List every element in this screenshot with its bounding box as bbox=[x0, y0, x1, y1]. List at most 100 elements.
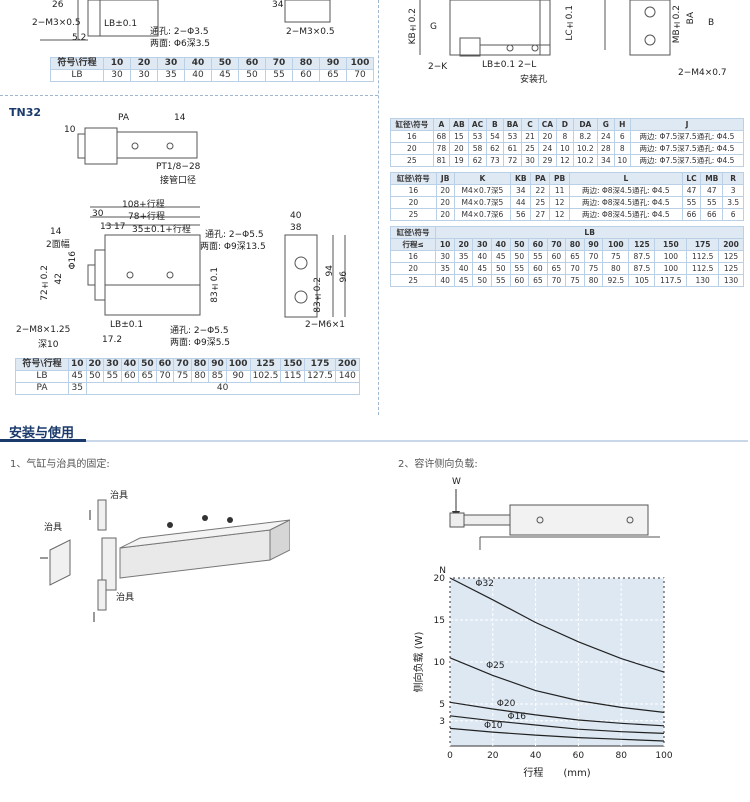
table-cell: PA bbox=[15, 382, 69, 395]
label-m3-left: 2−M3×0.5 bbox=[32, 18, 81, 28]
table-cell: 20 bbox=[435, 184, 455, 197]
top-left-drawing: 26 34 2−M3×0.5 LB±0.1 通孔: 2−Φ3.5 两面: Φ6深… bbox=[0, 0, 380, 55]
table-cell: 92.5 bbox=[602, 274, 630, 287]
side-load-illustration: W bbox=[440, 475, 660, 555]
series-line bbox=[449, 727, 665, 742]
label-mount-hole: 安装孔 bbox=[520, 75, 548, 85]
table-cell: 10.2 bbox=[572, 154, 599, 167]
table-cell: 81 bbox=[432, 154, 451, 167]
table-cell: 65 bbox=[565, 250, 585, 263]
table-header-cell: PB bbox=[549, 172, 570, 185]
table-header-cell: 10 bbox=[435, 238, 455, 251]
table-header-cell: 175 bbox=[304, 358, 336, 371]
label-through-hole: 通孔: 2−Φ3.5 bbox=[150, 27, 209, 37]
table-cell: 73 bbox=[486, 154, 504, 167]
table-header-cell: 175 bbox=[686, 238, 720, 251]
dim-26: 26 bbox=[52, 0, 64, 10]
table-header-cell: 100 bbox=[346, 57, 374, 70]
table-cell: 80 bbox=[602, 262, 630, 275]
table-cell: 8 bbox=[613, 142, 631, 155]
table-cell: 两边: Φ8深4.5通孔: Φ4.5 bbox=[569, 208, 683, 221]
table-cell: 10.2 bbox=[572, 142, 599, 155]
table-cell: M4×0.7深5 bbox=[453, 196, 512, 209]
label-lb-right: LB±0.1 bbox=[482, 60, 516, 70]
table-header-cell: K bbox=[453, 172, 512, 185]
table-header-cell: 50 bbox=[211, 57, 239, 70]
item2-label: 2、容许侧向负载: bbox=[398, 459, 478, 470]
table-cell: 6 bbox=[722, 208, 744, 221]
table-header-cell: BA bbox=[502, 118, 523, 131]
x-tick-label: 40 bbox=[530, 751, 542, 761]
x-tick-label: 100 bbox=[655, 751, 672, 761]
table-cell: 16 bbox=[390, 130, 434, 143]
table-header-cell: 10 bbox=[68, 358, 87, 371]
label-m6: 2−M6×1 bbox=[305, 320, 346, 330]
table-header-cell: 50 bbox=[138, 358, 157, 371]
table-cell: 70 bbox=[565, 262, 585, 275]
table-cell: 55 bbox=[700, 196, 724, 209]
table-cell: 20 bbox=[389, 262, 437, 275]
table-header-cell: 90 bbox=[319, 57, 347, 70]
table-cell: 20 bbox=[390, 142, 434, 155]
table-cell: LB bbox=[50, 69, 104, 82]
table-cell: M4×0.7深6 bbox=[453, 208, 512, 221]
label-both-sides-2: 两面: Φ9深5.5 bbox=[170, 338, 231, 348]
divider-vertical bbox=[378, 0, 379, 415]
table-cell: 55 bbox=[509, 262, 530, 275]
table-header-cell: 行程≤ bbox=[389, 238, 437, 251]
table-header-cell: AB bbox=[449, 118, 469, 131]
table-header-cell: 70 bbox=[173, 358, 192, 371]
table-header-cell: L bbox=[569, 172, 683, 185]
table-cell: 100 bbox=[654, 262, 688, 275]
table-cell: 40 bbox=[435, 274, 455, 287]
table-cell: 40 bbox=[472, 250, 492, 263]
table-cell: 8.2 bbox=[572, 130, 599, 143]
label-2k: 2−K bbox=[428, 62, 448, 72]
lb-table-bore: 缸径\符号 LB 行程≤ 10 20 30 40 50 60 70 80 90 … bbox=[389, 226, 744, 287]
table-cell: 53 bbox=[502, 130, 523, 143]
fixture-label-left: 治具 bbox=[44, 523, 63, 533]
label-lb-tn32: LB±0.1 bbox=[110, 320, 144, 330]
label-2-flats: 2面幅 bbox=[46, 240, 70, 250]
table-header-cell: 40 bbox=[491, 238, 511, 251]
dim-38: 38 bbox=[290, 223, 302, 233]
table-cell: 112.5 bbox=[686, 262, 720, 275]
table-header-cell: LB bbox=[435, 226, 744, 239]
label-through-hole-tn32: 通孔: 2−Φ5.5 bbox=[205, 230, 264, 240]
table-cell: 80 bbox=[583, 274, 604, 287]
table-header-cell: 20 bbox=[453, 238, 474, 251]
table-cell: 3.5 bbox=[722, 196, 744, 209]
table-cell: 55 bbox=[528, 250, 548, 263]
dim-42: 42 bbox=[54, 273, 64, 285]
table-header-cell: 70 bbox=[546, 238, 567, 251]
table-cell: 100 bbox=[654, 250, 688, 263]
table-header-cell: MB bbox=[700, 172, 724, 185]
table-cell: 70 bbox=[583, 250, 604, 263]
label-m4: 2−M4×0.7 bbox=[678, 68, 727, 78]
table-header-cell: 200 bbox=[718, 238, 744, 251]
dim-30: 30 bbox=[92, 209, 104, 219]
table-cell: 24 bbox=[597, 130, 615, 143]
table-header-cell: C bbox=[521, 118, 539, 131]
table-cell: 54 bbox=[486, 130, 504, 143]
table-cell: 20 bbox=[390, 196, 437, 209]
section-title: 安装与使用 bbox=[9, 426, 75, 441]
table-cell: 75 bbox=[565, 274, 585, 287]
dimension-table-b: 缸径\符号 JB K KB PA PB L LC MB R 16 20 M4×0… bbox=[390, 172, 744, 221]
table-cell: 50 bbox=[85, 370, 105, 383]
table-cell: 55 bbox=[265, 69, 293, 82]
table-cell: 22 bbox=[530, 184, 551, 197]
table-cell: 55 bbox=[681, 196, 702, 209]
table-cell: 53 bbox=[467, 130, 488, 143]
series-label: Φ25 bbox=[486, 661, 505, 671]
table-header-cell: 60 bbox=[238, 57, 266, 70]
series-label: Φ32 bbox=[475, 579, 494, 589]
table-cell: 75 bbox=[602, 250, 630, 263]
dim-108: 108+行程 bbox=[122, 200, 165, 210]
table-cell: 60 bbox=[292, 69, 320, 82]
table-header-cell: KB bbox=[510, 172, 532, 185]
table-cell: 65 bbox=[319, 69, 347, 82]
y-tick-label: 15 bbox=[434, 616, 445, 626]
dim-78: 78+行程 bbox=[128, 212, 165, 222]
table-cell: 105 bbox=[628, 274, 656, 287]
